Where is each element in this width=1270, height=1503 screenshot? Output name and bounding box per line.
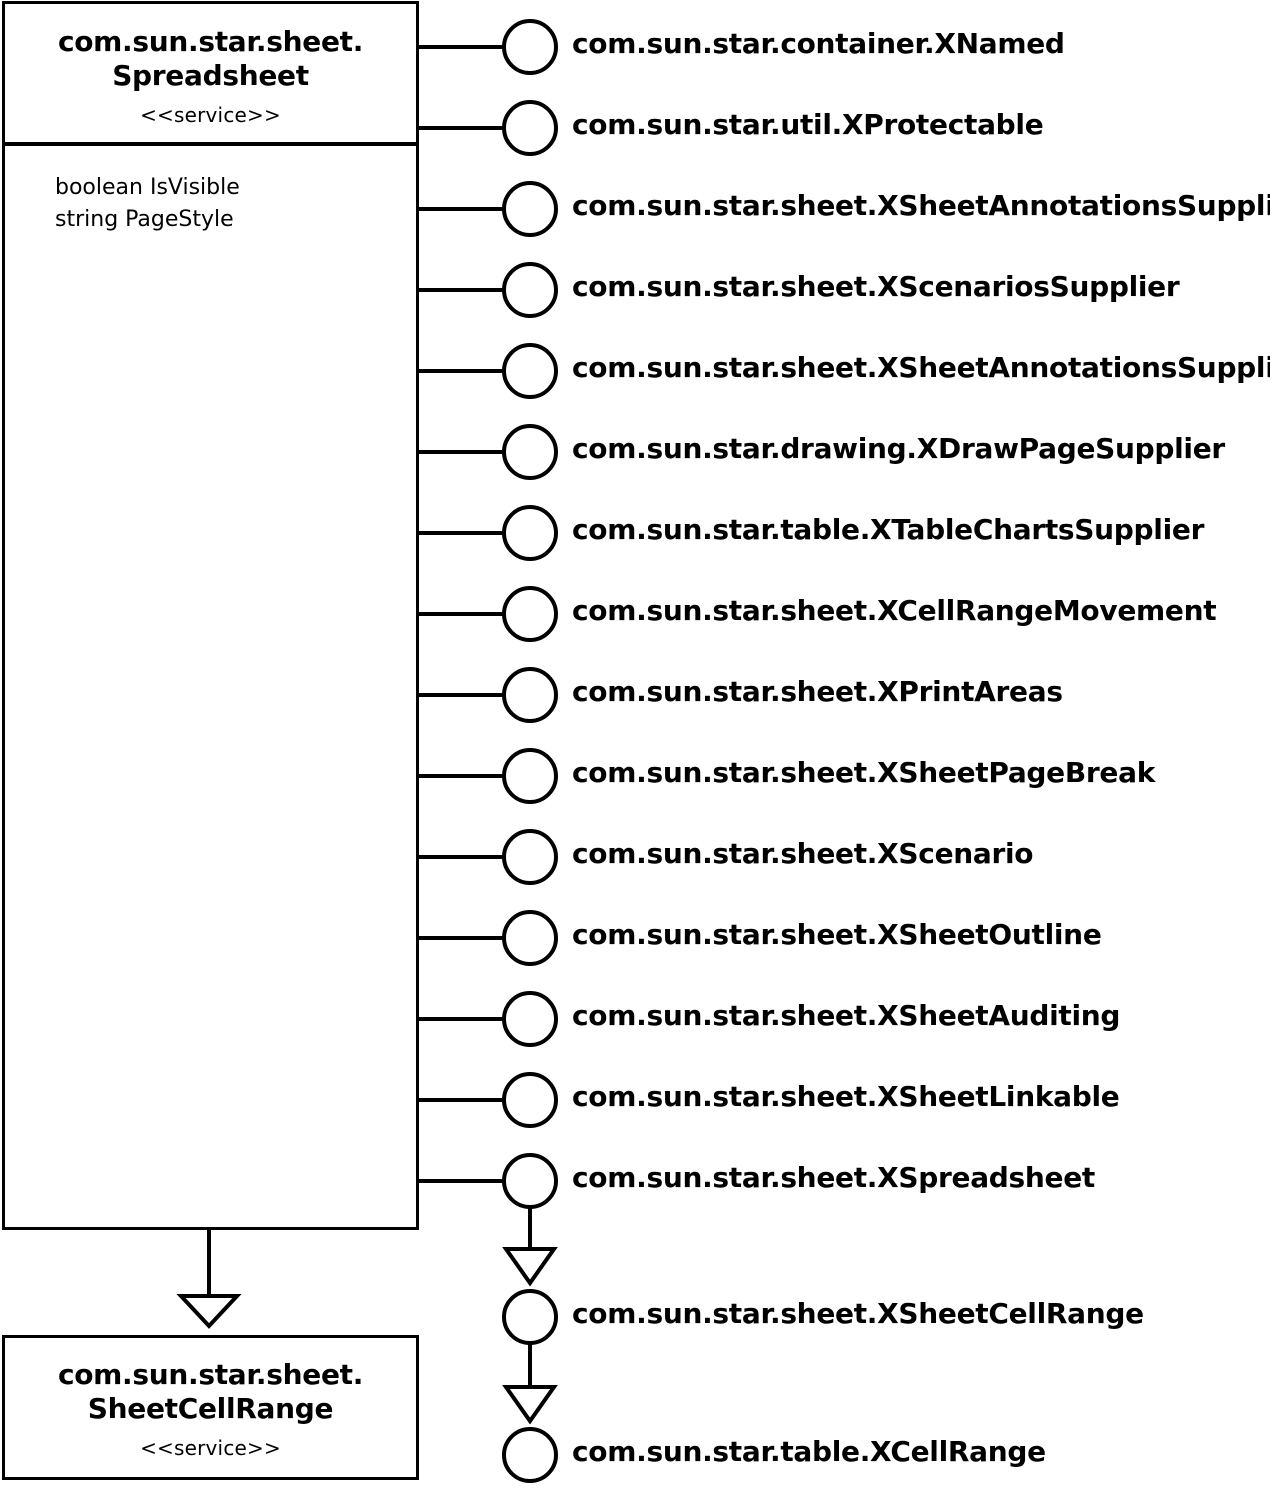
service-attributes: boolean IsVisible string PageStyle xyxy=(55,172,240,236)
inheritance-arrow xyxy=(502,1247,558,1287)
base-service-title-line2: SheetCellRange xyxy=(87,1392,334,1425)
interface-label: com.sun.star.sheet.XCellRangeMovement xyxy=(572,594,1217,627)
service-title-line2: Spreadsheet xyxy=(112,59,309,92)
interface-lollipop xyxy=(502,910,558,966)
interface-label: com.sun.star.sheet.XSheetAuditing xyxy=(572,999,1121,1032)
interface-lollipop xyxy=(502,181,558,237)
interface-label: com.sun.star.sheet.XSheetAnnotationsSupp… xyxy=(572,189,1270,222)
interface-lollipop xyxy=(502,1153,558,1209)
interface-lollipop xyxy=(502,424,558,480)
inherited-interface-lollipop xyxy=(502,1427,558,1483)
spreadsheet-service-box: com.sun.star.sheet. Spreadsheet <<servic… xyxy=(2,1,419,1230)
interface-lollipop xyxy=(502,991,558,1047)
interface-label: com.sun.star.container.XNamed xyxy=(572,27,1065,60)
interface-lollipop xyxy=(502,19,558,75)
service-stereotype: <<service>> xyxy=(140,103,281,127)
interface-lollipop xyxy=(502,748,558,804)
interface-label: com.sun.star.sheet.XScenario xyxy=(572,837,1034,870)
interface-label: com.sun.star.table.XTableChartsSupplier xyxy=(572,513,1205,546)
interface-lollipop xyxy=(502,586,558,642)
interface-label: com.sun.star.sheet.XPrintAreas xyxy=(572,675,1063,708)
service-inheritance-arrow xyxy=(176,1294,242,1329)
interface-lollipop xyxy=(502,667,558,723)
service-title: com.sun.star.sheet. Spreadsheet xyxy=(5,4,416,93)
interface-lollipop xyxy=(502,100,558,156)
inheritance-arrow xyxy=(502,1385,558,1425)
interface-lollipop xyxy=(502,262,558,318)
interface-lollipop xyxy=(502,829,558,885)
interface-label: com.sun.star.drawing.XDrawPageSupplier xyxy=(572,432,1225,465)
base-service-title-line1: com.sun.star.sheet. xyxy=(57,1358,364,1391)
interface-lollipop xyxy=(502,343,558,399)
base-service-title: com.sun.star.sheet. SheetCellRange xyxy=(5,1338,416,1426)
sheetcellrange-service-box: com.sun.star.sheet. SheetCellRange <<ser… xyxy=(2,1335,419,1480)
interface-lollipop xyxy=(502,1072,558,1128)
service-title-line1: com.sun.star.sheet. xyxy=(57,25,364,58)
interface-label: com.sun.star.sheet.XSpreadsheet xyxy=(572,1161,1096,1194)
interface-label: com.sun.star.util.XProtectable xyxy=(572,108,1044,141)
inherited-interface-label: com.sun.star.sheet.XSheetCellRange xyxy=(572,1297,1144,1330)
inherited-interface-lollipop xyxy=(502,1289,558,1345)
service-header: com.sun.star.sheet. Spreadsheet <<servic… xyxy=(5,4,416,146)
interface-label: com.sun.star.sheet.XScenariosSupplier xyxy=(572,270,1180,303)
inherited-interface-label: com.sun.star.table.XCellRange xyxy=(572,1435,1046,1468)
base-service-stereotype: <<service>> xyxy=(140,1436,281,1460)
interface-label: com.sun.star.sheet.XSheetLinkable xyxy=(572,1080,1120,1113)
attribute-page-style: string PageStyle xyxy=(55,207,234,232)
interface-label: com.sun.star.sheet.XSheetPageBreak xyxy=(572,756,1156,789)
interface-label: com.sun.star.sheet.XSheetAnnotationsSupp… xyxy=(572,351,1270,384)
interface-lollipop xyxy=(502,505,558,561)
interface-label: com.sun.star.sheet.XSheetOutline xyxy=(572,918,1102,951)
attribute-is-visible: boolean IsVisible xyxy=(55,175,240,200)
